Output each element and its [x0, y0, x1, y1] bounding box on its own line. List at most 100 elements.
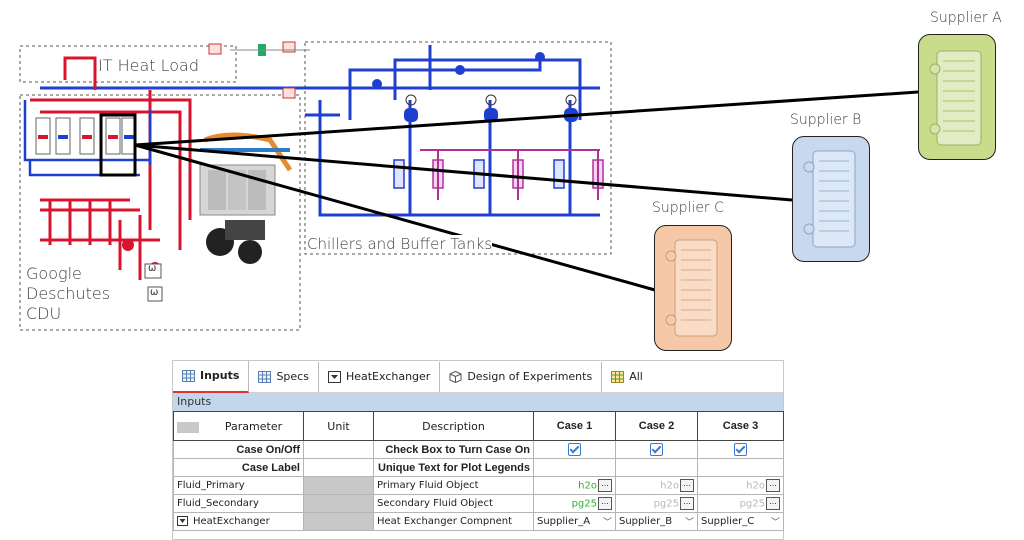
pointer-line-c	[134, 143, 656, 292]
case-label-param: Case Label	[173, 458, 304, 477]
tab-bar: Inputs Specs HeatExchanger Design of Exp…	[173, 360, 783, 393]
case3-label-input[interactable]	[697, 458, 784, 477]
case3-fluid-secondary[interactable]: pg25...	[697, 494, 784, 513]
supplier-c-label: Supplier C	[652, 200, 724, 216]
unit-cell	[303, 440, 374, 459]
case2-fluid-secondary[interactable]: pg25...	[615, 494, 698, 513]
case3-fluid-primary-value: h2o	[746, 480, 765, 492]
case1-label-input[interactable]	[533, 458, 616, 477]
case3-header: Case 3	[697, 411, 784, 441]
browse-button[interactable]: ...	[766, 497, 780, 510]
unit-header: Unit	[303, 411, 374, 441]
case3-checkbox-cell	[697, 440, 784, 459]
tab-heatexchanger[interactable]: HeatExchanger	[319, 361, 441, 392]
case2-header: Case 2	[615, 411, 698, 441]
supplier-b-label: Supplier B	[790, 112, 862, 128]
tab-inputs-label: Inputs	[200, 369, 240, 382]
parameter-header-label: Parameter	[224, 419, 283, 433]
case2-checkbox[interactable]	[650, 443, 663, 456]
cooling-system-schematic	[19, 41, 919, 331]
browse-button[interactable]: ...	[598, 479, 612, 492]
case2-checkbox-cell	[615, 440, 698, 459]
unit-cell	[303, 476, 374, 495]
cdu-label-line1: Google	[26, 264, 82, 283]
tab-all-label: All	[629, 370, 643, 383]
inputs-table: Parameter Unit Description Case 1 Case 2…	[173, 411, 784, 531]
case1-checkbox[interactable]	[568, 443, 581, 456]
cdu-label-line2: Deschutes	[26, 284, 111, 303]
table-header-row: Parameter Unit Description Case 1 Case 2…	[173, 411, 784, 441]
parameter-header[interactable]: Parameter	[173, 411, 304, 441]
parameter-header-swatch	[177, 421, 199, 433]
supplier-b-hx-image	[792, 136, 870, 262]
grid-icon	[258, 370, 272, 383]
chevron-down-icon: ﹀	[602, 518, 612, 528]
case3-fluid-primary[interactable]: h2o...	[697, 476, 784, 495]
fluid-secondary-param: Fluid_Secondary	[173, 494, 304, 513]
fluid-primary-desc: Primary Fluid Object	[373, 476, 534, 495]
cdu-region	[19, 94, 301, 331]
case2-heatexchanger-select[interactable]: Supplier_B ﹀	[615, 512, 698, 531]
case-on-off-desc: Check Box to Turn Case On	[373, 440, 534, 459]
browse-button[interactable]: ...	[598, 497, 612, 510]
browse-button[interactable]: ...	[680, 479, 694, 492]
it-heat-load-label: IT Heat Load	[98, 56, 199, 75]
table-row: Fluid_Primary Primary Fluid Object h2o..…	[173, 476, 784, 495]
case3-heatexchanger-select[interactable]: Supplier_C ﹀	[697, 512, 784, 531]
table-row: HeatExchanger Heat Exchanger Compnent Su…	[173, 512, 784, 531]
tab-inputs[interactable]: Inputs	[173, 360, 250, 393]
omega-sensor-icon: ω	[150, 287, 159, 298]
tab-design-of-experiments[interactable]: Design of Experiments	[440, 361, 603, 392]
case1-header: Case 1	[533, 411, 616, 441]
heatexchanger-desc: Heat Exchanger Compnent	[373, 512, 534, 531]
case3-checkbox[interactable]	[734, 443, 747, 456]
grid-icon	[182, 369, 195, 382]
case2-label-input[interactable]	[615, 458, 698, 477]
case3-heatexchanger-value: Supplier_C	[701, 516, 755, 527]
supplier-c-hx-image	[654, 225, 732, 351]
table-row: Case On/Off Check Box to Turn Case On	[173, 440, 784, 459]
tab-all[interactable]: All	[602, 362, 652, 392]
case1-checkbox-cell	[533, 440, 616, 459]
case1-heatexchanger-select[interactable]: Supplier_A ﹀	[533, 512, 616, 531]
tab-specs[interactable]: Specs	[249, 361, 319, 392]
chillers-label: Chillers and Buffer Tanks	[307, 235, 493, 253]
case1-fluid-secondary[interactable]: pg25...	[533, 494, 616, 513]
case2-fluid-primary[interactable]: h2o...	[615, 476, 698, 495]
tab-heatexchanger-label: HeatExchanger	[345, 370, 431, 383]
heatexchanger-param[interactable]: HeatExchanger	[173, 512, 304, 531]
chevron-down-icon: ﹀	[770, 518, 780, 528]
unit-cell	[303, 512, 374, 531]
dropdown-icon	[327, 370, 341, 383]
case-on-off-param: Case On/Off	[173, 440, 304, 459]
unit-cell	[303, 494, 374, 513]
case1-heatexchanger-value: Supplier_A	[537, 516, 591, 527]
case1-fluid-secondary-value: pg25	[571, 498, 597, 510]
omega-sensor-icon: ω	[148, 263, 157, 274]
description-header: Description	[373, 411, 534, 441]
table-row: Case Label Unique Text for Plot Legends	[173, 458, 784, 477]
browse-button[interactable]: ...	[766, 479, 780, 492]
chevron-down-icon: ﹀	[684, 518, 694, 528]
case2-heatexchanger-value: Supplier_B	[619, 516, 673, 527]
inputs-panel: Inputs Specs HeatExchanger Design of Exp…	[172, 360, 784, 540]
it-heat-load-region	[19, 45, 237, 83]
supplier-a-hx-image	[918, 34, 996, 160]
heatexchanger-param-label: HeatExchanger	[193, 516, 270, 527]
expand-dropdown-icon[interactable]	[177, 516, 188, 526]
case2-fluid-secondary-value: pg25	[653, 498, 679, 510]
chillers-region	[304, 41, 612, 255]
table-icon	[611, 370, 625, 383]
tab-specs-label: Specs	[276, 370, 309, 383]
table-row: Fluid_Secondary Secondary Fluid Object p…	[173, 494, 784, 513]
case1-fluid-primary-value: h2o	[578, 480, 597, 492]
pointer-line-a	[134, 90, 919, 147]
fluid-secondary-desc: Secondary Fluid Object	[373, 494, 534, 513]
unit-cell	[303, 458, 374, 477]
tab-design-of-experiments-label: Design of Experiments	[467, 370, 593, 383]
case2-fluid-primary-value: h2o	[660, 480, 679, 492]
case1-fluid-primary[interactable]: h2o...	[533, 476, 616, 495]
case-label-desc: Unique Text for Plot Legends	[373, 458, 534, 477]
case3-fluid-secondary-value: pg25	[739, 498, 765, 510]
browse-button[interactable]: ...	[680, 497, 694, 510]
